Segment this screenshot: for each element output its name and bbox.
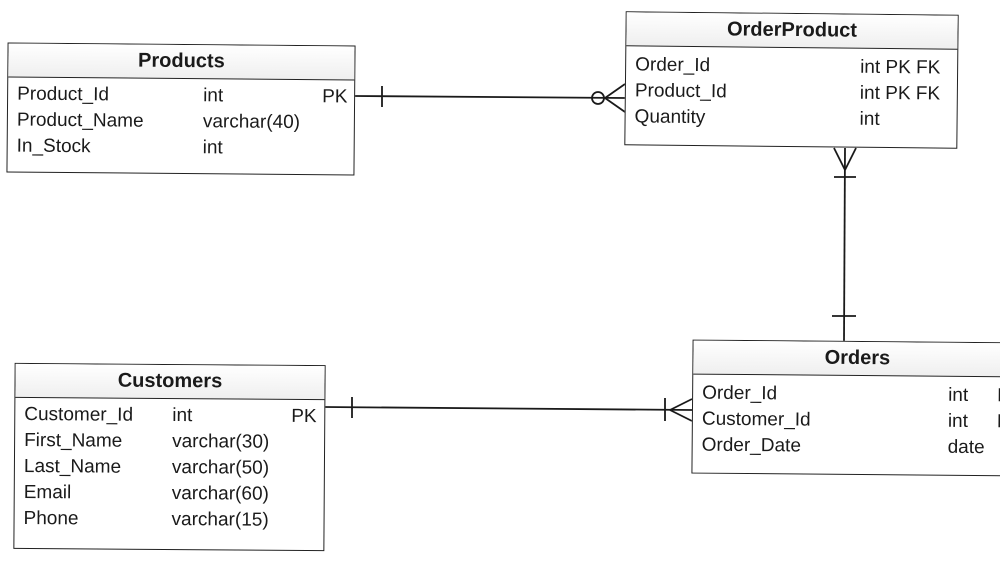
field-type: int PK FK — [860, 56, 941, 79]
entity-title: Orders — [693, 340, 1000, 378]
field-type: int — [203, 85, 224, 107]
field-row: Order_Date date — [693, 435, 1000, 464]
field-name: Product_Id — [634, 80, 727, 103]
field-type: int — [172, 405, 193, 427]
entity-orders[interactable]: Orders Order_Id int P Customer_Id int F … — [691, 339, 1000, 477]
field-row: In_Stock int — [8, 135, 354, 164]
rel-products-orderproduct — [354, 83, 626, 113]
field-name: Customer_Id — [24, 403, 134, 426]
connector-line — [324, 406, 693, 411]
crowfoot-marker — [604, 83, 626, 113]
field-name: Product_Id — [17, 83, 110, 106]
field-name: Order_Id — [702, 382, 778, 405]
field-row: First_Name varchar(30) — [15, 430, 324, 458]
entity-title: Products — [8, 43, 355, 81]
field-name: Order_Id — [635, 54, 711, 77]
field-row: Order_Id int P — [693, 383, 1000, 412]
rel-customers-orders — [324, 397, 693, 422]
field-type: int PK FK — [859, 82, 941, 105]
field-type: varchar(50) — [171, 457, 270, 479]
field-name: Order_Date — [701, 434, 802, 457]
field-name: Email — [23, 481, 72, 504]
field-type: int — [859, 108, 880, 130]
field-row: Quantity int — [625, 106, 956, 135]
crowfoot-marker — [833, 147, 857, 171]
field-type: varchar(15) — [171, 509, 269, 531]
rel-orderproduct-orders — [832, 147, 857, 342]
field-name: Last_Name — [23, 455, 122, 478]
field-type: int — [948, 384, 969, 406]
field-type: varchar(30) — [172, 431, 270, 453]
entity-products[interactable]: Products Product_Id int PK Product_Name … — [6, 42, 356, 176]
field-name: Product_Name — [16, 109, 144, 132]
field-type: date — [947, 436, 985, 459]
field-row: Product_Id int PK — [8, 83, 354, 112]
crowfoot-marker — [669, 398, 693, 422]
field-row: Phone varchar(15) — [14, 508, 323, 536]
field-row: Order_Id int PK FK — [626, 54, 957, 83]
field-row: Customer_Id int F — [693, 409, 1000, 438]
field-row: Product_Id int PK FK — [626, 80, 957, 109]
field-row: Product_Name varchar(40) — [8, 109, 354, 138]
field-name: In_Stock — [16, 135, 91, 158]
field-name: Phone — [23, 507, 79, 530]
field-type: varchar(40) — [202, 111, 301, 134]
field-key: PK — [322, 86, 348, 108]
field-key: PK — [291, 405, 317, 428]
entity-title: Customers — [15, 363, 325, 401]
field-name: Quantity — [634, 106, 706, 129]
field-row: Last_Name varchar(50) — [15, 456, 324, 484]
field-type: int — [202, 137, 223, 159]
entity-customers[interactable]: Customers Customer_Id int PK First_Name … — [13, 362, 326, 552]
connector-line — [354, 95, 626, 99]
field-row: Customer_Id int PK — [15, 404, 324, 432]
field-name: Customer_Id — [701, 408, 811, 431]
field-type: int — [947, 410, 969, 432]
field-name: First_Name — [24, 429, 123, 452]
connector-line — [843, 147, 846, 342]
field-row: Email varchar(60) — [15, 482, 324, 510]
zero-circle-marker — [591, 91, 605, 105]
field-type: varchar(60) — [171, 483, 269, 505]
entity-title: OrderProduct — [626, 12, 958, 50]
entity-orderproduct[interactable]: OrderProduct Order_Id int PK FK Product_… — [624, 11, 959, 149]
